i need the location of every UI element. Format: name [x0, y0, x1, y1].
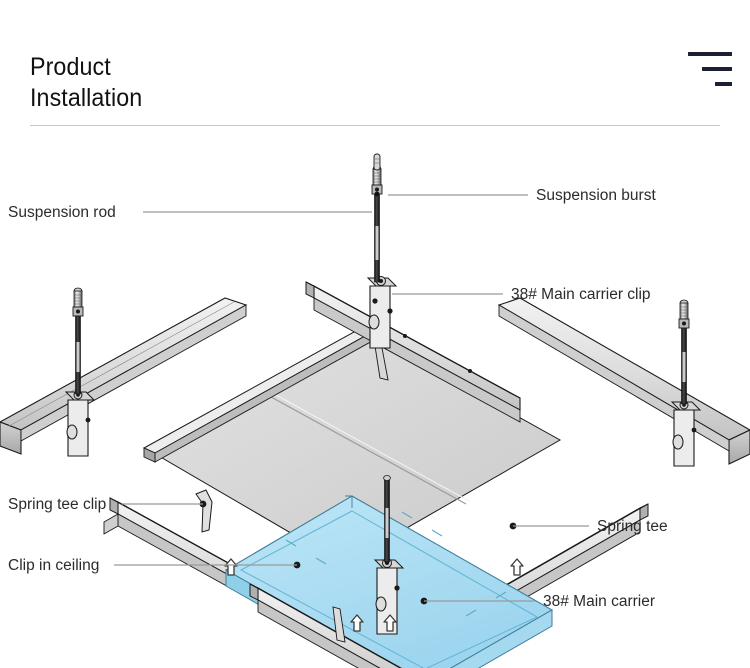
- suspension-rod-right: [678, 299, 690, 405]
- menu-bar-2: [702, 67, 732, 71]
- callout-label-main-carrier-clip: 38# Main carrier clip: [511, 286, 651, 303]
- callout-label-clip-in-ceiling: Clip in ceiling: [8, 557, 99, 574]
- suspension-rod-left: [72, 287, 84, 395]
- main-tee-runner-upper: [305, 281, 521, 423]
- menu-bar-1: [688, 52, 732, 56]
- cross-tee-upper-left: [142, 321, 385, 463]
- callout-label-spring-tee: Spring tee: [597, 518, 668, 535]
- callout-label-spring-tee-clip: Spring tee clip: [8, 496, 106, 513]
- page-header: Product Installation: [0, 0, 750, 130]
- main-carrier-clip-left: [64, 390, 96, 457]
- menu-bar-3: [715, 82, 732, 86]
- spring-tee-clip-bracket: [195, 489, 213, 533]
- callout-leader-lines: [114, 194, 589, 602]
- main-carrier-clip-right: [670, 400, 702, 467]
- callout-label-suspension-burst: Suspension burst: [536, 187, 656, 204]
- callout-label-main-carrier: 38# Main carrier: [543, 593, 655, 610]
- page-title: Product Installation: [30, 52, 151, 113]
- hamburger-menu-icon[interactable]: [684, 52, 732, 86]
- callout-label-suspension-rod: Suspension rod: [8, 204, 116, 221]
- ceiling-system-diagram: Suspension rod Suspension burst 38# Main…: [0, 130, 750, 668]
- arrow-right: [510, 558, 524, 576]
- callout-labels: Suspension rod Suspension burst 38# Main…: [8, 187, 668, 610]
- suspension-rod-tile: [383, 474, 391, 563]
- main-carrier-lower-center: [249, 583, 428, 668]
- page-title-line-1: Product: [30, 53, 111, 81]
- header-divider: [30, 125, 720, 126]
- page-title-line-2: Installation: [30, 83, 143, 112]
- suspension-rod-center: [371, 165, 383, 283]
- suspension-burst-anchor: [373, 153, 381, 197]
